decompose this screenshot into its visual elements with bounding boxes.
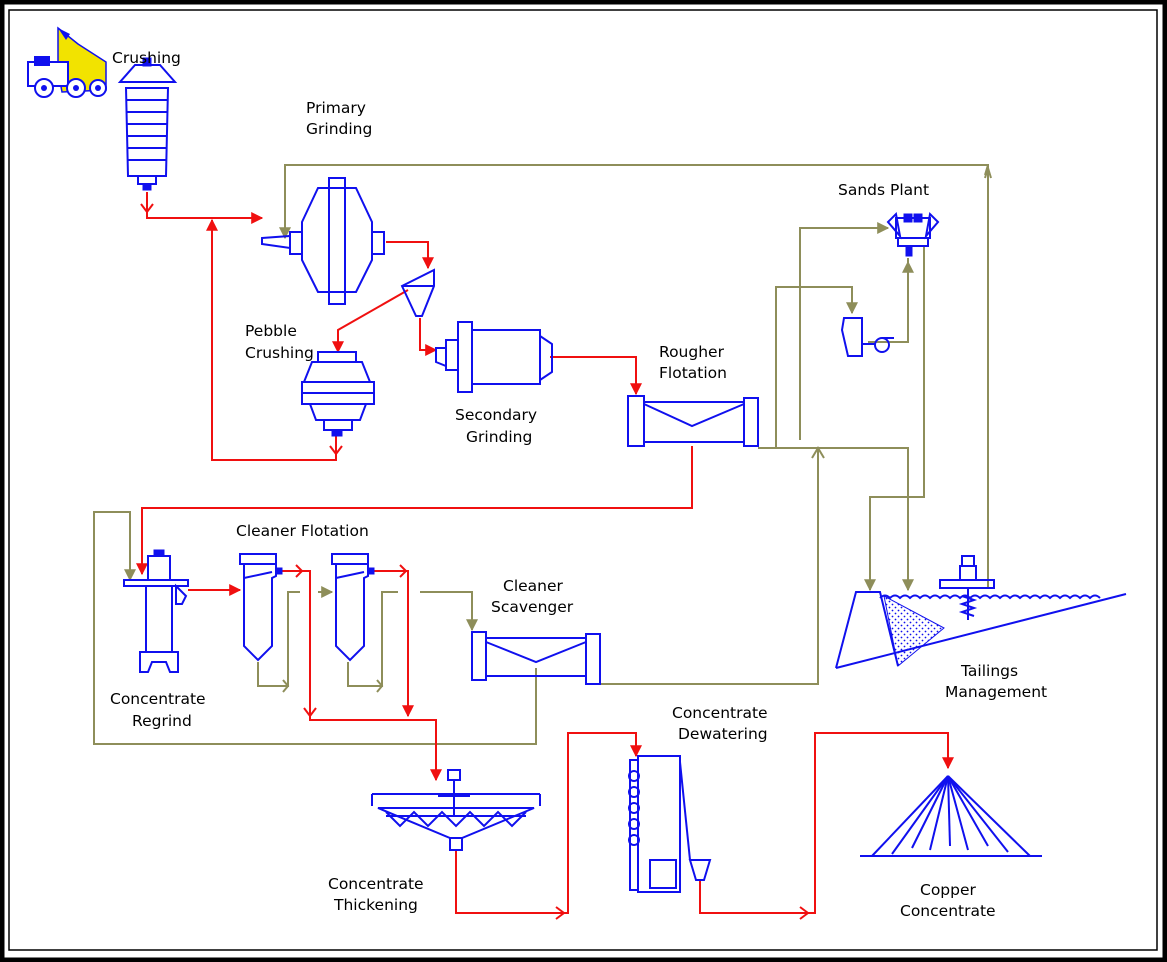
label-tailings-management-1: Tailings: [960, 662, 1018, 680]
label-concentrate-regrind-1: Concentrate: [110, 690, 206, 708]
label-primary-grinding-2: Grinding: [306, 120, 372, 138]
concentrate-thickener-icon: [371, 769, 541, 851]
label-secondary-grinding-1: Secondary: [455, 406, 537, 424]
label-rougher-flotation-1: Rougher: [659, 343, 725, 361]
label-pebble-crushing-1: Pebble: [245, 322, 297, 340]
process-labels: Crushing Primary Grinding Pebble Crushin…: [110, 49, 1047, 920]
label-secondary-grinding-2: Grinding: [466, 428, 532, 446]
label-sands-plant: Sands Plant: [838, 181, 929, 199]
gyratory-crusher-icon: [117, 57, 178, 191]
label-copper-concentrate-2: Concentrate: [900, 902, 996, 920]
label-primary-grinding-1: Primary: [306, 99, 366, 117]
label-concentrate-thickening-1: Concentrate: [328, 875, 424, 893]
cleaner-flotation-column-2-icon: [331, 553, 375, 662]
label-pebble-crushing-2: Crushing: [245, 344, 314, 362]
regrind-mill-icon: [123, 549, 189, 673]
label-crushing: Crushing: [112, 49, 181, 67]
cyclone-feed-pump-icon: [840, 317, 894, 357]
ore-concentrate-flow-lines: [136, 192, 954, 920]
label-concentrate-dewatering-1: Concentrate: [672, 704, 768, 722]
tailings-flow-lines: [93, 164, 992, 745]
label-concentrate-regrind-2: Regrind: [132, 712, 192, 730]
filter-press-icon: [628, 755, 712, 893]
copper-concentrate-stockpile-icon: [860, 775, 1042, 857]
pebble-crusher-icon: [301, 351, 375, 437]
reclaim-barge-icon: [939, 555, 995, 620]
cleaner-flotation-column-1-icon: [239, 553, 283, 662]
mining-truck-icon: [27, 26, 107, 98]
label-cleaner-scavenger-2: Scavenger: [491, 598, 574, 616]
cleaner-scavenger-cell-icon: [471, 631, 601, 685]
label-tailings-management-2: Management: [945, 683, 1047, 701]
hydrocyclone-icon: [400, 268, 435, 317]
label-concentrate-thickening-2: Thickening: [333, 896, 418, 914]
tailings-dam-icon: [835, 591, 1127, 669]
primary-grinding-mill-icon: [261, 177, 385, 305]
rougher-flotation-cell-icon: [627, 395, 759, 447]
label-concentrate-dewatering-2: Dewatering: [678, 725, 768, 743]
label-rougher-flotation-2: Flotation: [659, 364, 727, 382]
label-cleaner-flotation: Cleaner Flotation: [236, 522, 369, 540]
label-cleaner-scavenger-1: Cleaner: [503, 577, 564, 595]
label-copper-concentrate-1: Copper: [920, 881, 977, 899]
sands-plant-cyclones-icon: [886, 211, 940, 257]
secondary-grinding-mill-icon: [435, 321, 553, 393]
